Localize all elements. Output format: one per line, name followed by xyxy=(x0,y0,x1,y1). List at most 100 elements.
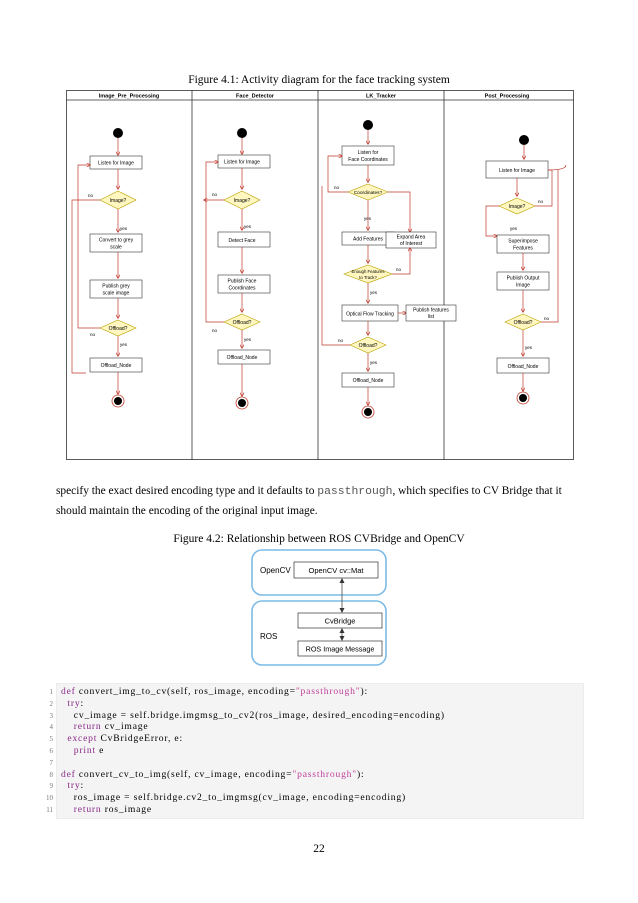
svg-text:no: no xyxy=(396,267,402,272)
code-line: 6 print e xyxy=(50,745,105,757)
line-number: 7 xyxy=(49,758,54,767)
code-text: cv_image = self.bridge.imgmsg_to_cv2(ros… xyxy=(61,709,445,721)
no-label: no xyxy=(88,193,94,198)
svg-text:no: no xyxy=(338,338,344,343)
optical-flow-tracking: Optical Flow Tracking xyxy=(346,312,394,318)
svg-text:scale image: scale image xyxy=(103,291,130,297)
listen-for-image: Listen for Image xyxy=(499,168,535,174)
svg-text:yes: yes xyxy=(244,337,252,342)
code-text: CvBridgeError, e: xyxy=(97,733,183,745)
code-text: : xyxy=(80,780,84,792)
line-number: 5 xyxy=(49,735,54,744)
figure-4-2-caption: Figure 4.2: Relationship between ROS CVB… xyxy=(173,533,465,545)
image-decision: Image? xyxy=(234,198,251,204)
svg-text:yes: yes xyxy=(370,290,378,295)
code-line: 4 return cv_image xyxy=(50,721,149,733)
svg-text:no: no xyxy=(90,332,96,337)
figure-4-1-caption: Figure 4.1: Activity diagram for the fac… xyxy=(188,74,450,86)
code-line: 5 except CvBridgeError, e: xyxy=(50,733,183,745)
code-keyword: return xyxy=(73,721,102,733)
svg-text:yes: yes xyxy=(364,216,372,221)
code-text: ): xyxy=(360,686,368,697)
image-decision: Image? xyxy=(509,204,526,210)
code-text: ros_image xyxy=(101,804,152,815)
line-number: 9 xyxy=(49,782,54,791)
svg-text:Coordinates: Coordinates xyxy=(229,286,256,292)
code-line: 9 try: xyxy=(50,780,84,792)
code-line: 2 try: xyxy=(50,697,84,710)
svg-text:yes: yes xyxy=(120,342,128,347)
line-number: 10 xyxy=(46,794,53,803)
body-paragraph: specify the exact desired encoding type … xyxy=(56,485,562,517)
code-text xyxy=(61,745,74,756)
listen-for-image: Listen for Image xyxy=(224,160,260,166)
code-text: e xyxy=(95,745,105,756)
offload-decision: Offload? xyxy=(514,320,533,326)
start-node xyxy=(237,128,247,138)
svg-text:no: no xyxy=(212,192,218,197)
yes-label: yes xyxy=(120,226,128,231)
enough-features-decision: Enough Features xyxy=(352,269,385,274)
listen-face-coordinates: Listen for xyxy=(358,150,379,156)
svg-text:of Interest: of Interest xyxy=(400,241,423,247)
code-line: 10 ros_image = self.bridge.cv2_to_imgmsg… xyxy=(46,792,406,804)
code-line: 3 cv_image = self.bridge.imgmsg_to_cv2(r… xyxy=(50,709,445,722)
code-keyword: return xyxy=(73,804,102,815)
svg-text:Face Coordinates: Face Coordinates xyxy=(348,157,388,163)
lane-header-post: Post_Processing xyxy=(485,94,530,100)
code-text: convert_cv_to_img(self, cv_image, encodi… xyxy=(75,768,293,780)
expand-area: Expand Area xyxy=(397,235,426,241)
code-text: ): xyxy=(356,768,365,780)
offload-node: Offload_Node xyxy=(101,363,132,369)
svg-text:Image: Image xyxy=(516,283,530,289)
offload-decision: Offload? xyxy=(109,326,128,332)
svg-text:yes: yes xyxy=(370,360,378,365)
add-features: Add Features xyxy=(353,237,384,243)
svg-text:yes: yes xyxy=(244,224,252,229)
svg-text:no: no xyxy=(538,199,544,204)
start-node xyxy=(363,120,373,130)
opencv-label: OpenCV xyxy=(260,566,291,575)
code-keyword: try xyxy=(67,780,81,792)
svg-text:no: no xyxy=(544,316,550,321)
svg-text:yes: yes xyxy=(510,226,518,231)
line-number: 6 xyxy=(49,747,54,755)
offload-node: Offload_Node xyxy=(508,364,539,370)
code-keyword: except xyxy=(67,733,98,745)
svg-text:Features: Features xyxy=(513,246,533,252)
svg-text:scale: scale xyxy=(110,245,122,251)
svg-text:no: no xyxy=(212,328,218,333)
svg-text:no: no xyxy=(334,185,340,190)
offload-decision: Offload? xyxy=(233,320,252,326)
opencv-mat-box: OpenCV cv::Mat xyxy=(308,566,364,575)
publish-output-image: Publish Output xyxy=(507,276,540,282)
offload-node: Offload_Node xyxy=(353,378,384,384)
ros-image-message-box: ROS Image Message xyxy=(306,645,375,654)
publish-grey-scale: Publish grey xyxy=(102,284,130,290)
code-string: "passthrough" xyxy=(292,768,357,780)
code-text: cv_image xyxy=(101,721,149,733)
cvbridge-box: CvBridge xyxy=(325,617,356,626)
detect-face: Detect Face xyxy=(229,238,256,244)
listen-for-image: Listen for Image xyxy=(98,161,134,167)
lane-header-face: Face_Detector xyxy=(236,94,275,100)
code-text: convert_img_to_cv(self, ros_image, encod… xyxy=(75,686,296,697)
superimpose-features: Superimpose xyxy=(508,239,538,245)
line-number: 3 xyxy=(49,711,54,720)
line-number: 8 xyxy=(49,770,54,779)
svg-text:yes: yes xyxy=(525,345,533,350)
code-keyword: def xyxy=(61,686,76,697)
code-text: : xyxy=(80,697,84,709)
page-number: 22 xyxy=(313,843,325,855)
publish-face-coordinates: Publish Face xyxy=(228,279,257,285)
activity-diagram: Image_Pre_Processing Face_Detector LK_Tr… xyxy=(66,90,574,460)
start-node xyxy=(519,135,529,145)
code-keyword: print xyxy=(73,745,96,756)
coordinates-decision: Coordinates? xyxy=(354,190,383,196)
line-number: 11 xyxy=(46,806,53,814)
cvbridge-diagram: OpenCV OpenCV cv::Mat CvBridge ROS ROS I… xyxy=(251,549,387,666)
lane-pre-processing: Listen for Image Image? no yes Convert t… xyxy=(71,128,143,408)
offload-decision: Offload? xyxy=(359,343,378,349)
